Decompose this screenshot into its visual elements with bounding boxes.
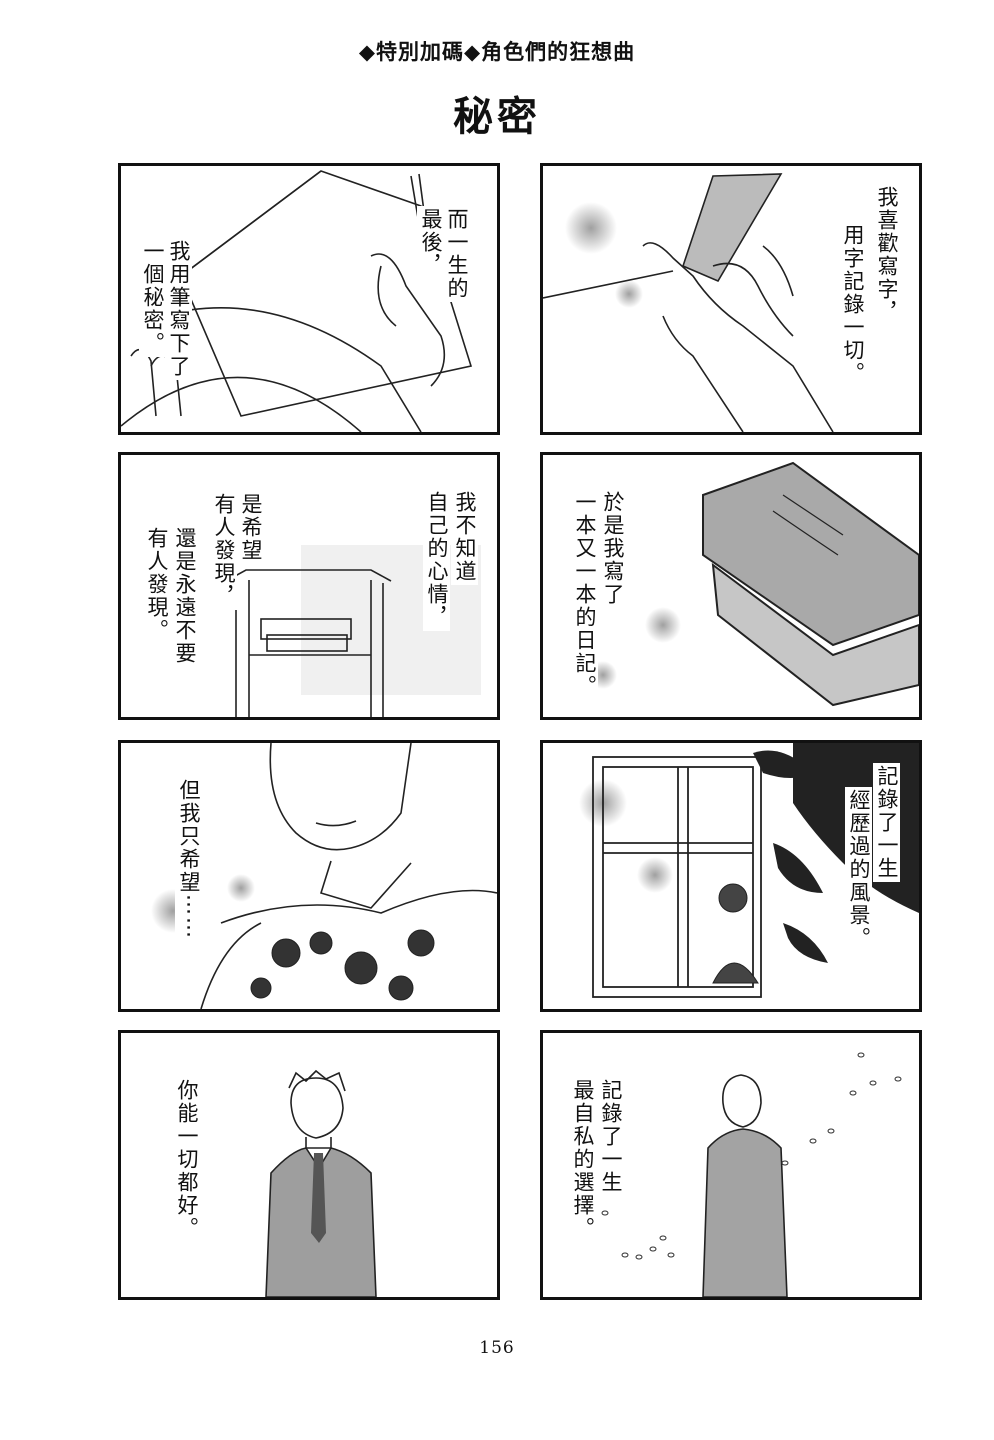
panel-3-caption-b: 自己的心情， bbox=[423, 489, 450, 631]
panel-3-line-1: 我不知道 bbox=[453, 491, 477, 583]
panel-7-line-1: 你能一切都好。 bbox=[175, 1079, 199, 1240]
panel-1-caption-d: 一個秘密。 bbox=[139, 238, 166, 357]
panel-4-line-2: 一本又一本的日記。 bbox=[573, 491, 597, 698]
panel-7-caption: 你能一切都好。 bbox=[173, 1077, 200, 1242]
panel-8-caption-b: 最自私的選擇。 bbox=[569, 1077, 596, 1242]
panel-4-line-1: 於是我寫了 bbox=[601, 491, 625, 606]
panel-6: 記錄了一生 經歷過的風景。 bbox=[540, 740, 922, 1012]
panel-2-line-2: 用字記錄一切。 bbox=[841, 224, 865, 385]
panel-3-line-2: 自己的心情， bbox=[425, 491, 449, 629]
panel-5-line-1: 但我只希望⋯⋯ bbox=[177, 779, 201, 940]
panel-4-caption-b: 一本又一本的日記。 bbox=[571, 489, 598, 700]
panel-3-caption-d: 有人發現， bbox=[210, 491, 237, 610]
panel-1-line-3: 我用筆寫下了 bbox=[167, 240, 191, 378]
panel-3-caption-a: 我不知道 bbox=[451, 489, 478, 585]
panel-1: 而一生的 最後， 我用筆寫下了 一個秘密。 bbox=[118, 163, 500, 435]
page-title: 秘密 bbox=[453, 93, 541, 140]
panel-5-caption: 但我只希望⋯⋯ bbox=[175, 777, 202, 942]
panel-2-line-1: 我喜歡寫字， bbox=[875, 186, 899, 324]
panel-8-caption-a: 記錄了一生 bbox=[597, 1077, 624, 1196]
page-number: 156 bbox=[479, 1338, 515, 1358]
panel-4-art bbox=[589, 461, 919, 707]
panel-3-caption-c: 是希望 bbox=[237, 491, 264, 564]
panel-1-line-1: 而一生的 bbox=[445, 208, 469, 300]
panel-8-art bbox=[601, 1052, 902, 1297]
panel-6-caption-a: 記錄了一生 bbox=[873, 763, 900, 882]
panel-8: 記錄了一生 最自私的選擇。 bbox=[540, 1030, 922, 1300]
panel-2-caption-a: 我喜歡寫字， bbox=[873, 184, 900, 326]
panel-8-line-2: 最自私的選擇。 bbox=[571, 1079, 595, 1240]
panel-1-line-2: 最後， bbox=[419, 208, 443, 277]
panel-7-art bbox=[265, 1069, 377, 1297]
panel-1-caption-c: 我用筆寫下了 bbox=[165, 238, 192, 380]
panel-1-caption-a: 而一生的 bbox=[443, 206, 470, 302]
panel-1-line-4: 一個秘密。 bbox=[141, 240, 165, 355]
panel-3-line-3: 是希望 bbox=[239, 493, 263, 562]
panel-7: 你能一切都好。 bbox=[118, 1030, 500, 1300]
panel-5: 但我只希望⋯⋯ bbox=[118, 740, 500, 1012]
panel-3-line-6: 有人發現。 bbox=[145, 527, 169, 642]
panel-2: 我喜歡寫字， 用字記錄一切。 bbox=[540, 163, 922, 435]
series-label: ◆特別加碼◆角色們的狂想曲 bbox=[358, 39, 636, 64]
panel-3-line-5: 還是永遠不要 bbox=[173, 527, 197, 665]
panel-4-caption-a: 於是我寫了 bbox=[599, 489, 626, 608]
panel-6-caption-b: 經歷過的風景。 bbox=[845, 787, 872, 952]
panel-3-caption-f: 有人發現。 bbox=[143, 525, 170, 644]
panel-8-line-1: 記錄了一生 bbox=[599, 1079, 623, 1194]
panel-6-line-2: 經歷過的風景。 bbox=[847, 789, 871, 950]
panel-3-caption-e: 還是永遠不要 bbox=[171, 525, 198, 667]
panel-3: 我不知道 自己的心情， 是希望 有人發現， 還是永遠不要 有人發現。 bbox=[118, 452, 500, 720]
panel-2-art bbox=[543, 173, 834, 432]
panel-6-line-1: 記錄了一生 bbox=[875, 765, 899, 880]
panel-1-caption-b: 最後， bbox=[417, 206, 444, 279]
panel-3-line-4: 有人發現， bbox=[212, 493, 236, 608]
panel-2-caption-b: 用字記錄一切。 bbox=[839, 222, 866, 387]
panel-4: 於是我寫了 一本又一本的日記。 bbox=[540, 452, 922, 720]
